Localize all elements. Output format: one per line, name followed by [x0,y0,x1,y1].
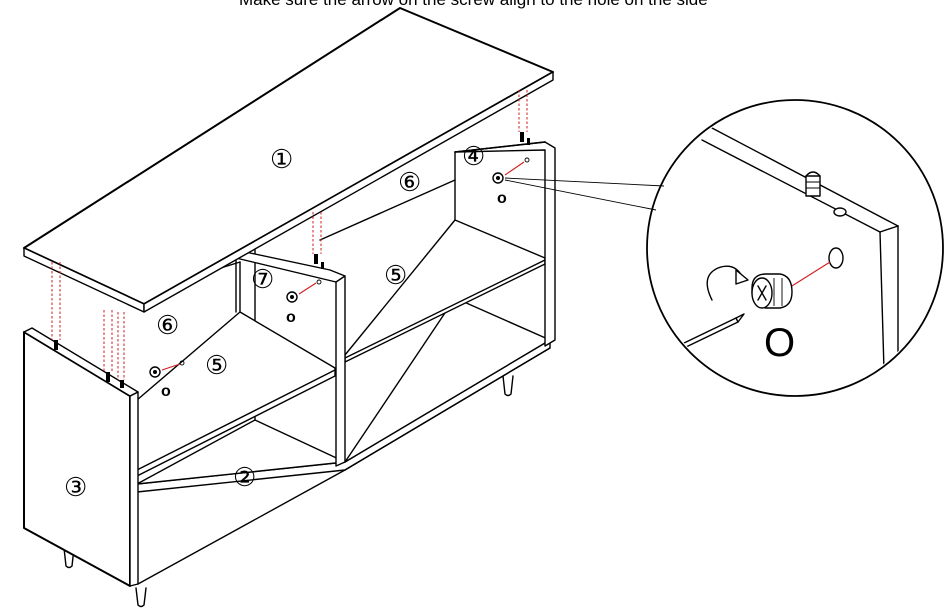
mark-detail: O [764,321,795,365]
leg-front-left [63,547,75,569]
screwdriver-shaft [681,317,737,345]
dowel-alignment [51,90,530,388]
left-shelf-front-edge [136,369,336,471]
left-side-panel [23,331,131,587]
left-side-panel-edge [129,391,139,587]
bottom-front-rail [137,469,346,585]
label-right-shelf: ⑤ [384,260,407,290]
label-back-right: ⑥ [398,167,421,197]
dowel-left-1 [54,340,58,350]
divider-panel [235,249,346,467]
label-left-side: ③ [64,472,87,502]
back-panel-right-top [319,179,456,241]
dowel-right [520,132,524,142]
divider-top-bevel [335,275,346,283]
instruction-text: Make sure the arrow on the screw align t… [239,0,708,9]
label-top-panel: ① [270,144,293,174]
dowel-divider [314,254,318,264]
callout-line-top [504,177,665,187]
cam-fitting-right [492,157,530,184]
top-panel-right-edge [143,71,554,313]
mark-center: o [286,309,296,326]
cam-fitting-left [149,360,185,378]
callout-line-bottom [504,179,657,211]
mark-left: o [161,383,171,400]
label-right-side: ④ [462,141,485,171]
label-left-shelf: ⑤ [205,350,228,380]
cam-lock-detail [751,273,793,309]
rotate-arrow-icon [706,265,743,301]
legs [63,375,514,608]
label-bottom-panel: ② [233,462,256,492]
detail-circle [646,99,944,397]
bottom-front-rail-right [344,347,551,471]
cam-fitting-center [286,279,322,303]
dowel-left-2 [106,372,110,382]
detail-magnifier [646,99,944,397]
label-divider: ⑦ [251,264,274,294]
leg-front-right [135,587,147,608]
leg-back-right [502,375,514,397]
bottom-panel-surface [136,419,346,485]
bottom-panel-surface-right [344,297,551,463]
right-shelf-front-edge [344,259,546,359]
mark-right: o [497,190,507,207]
label-back-left: ⑥ [156,310,179,340]
